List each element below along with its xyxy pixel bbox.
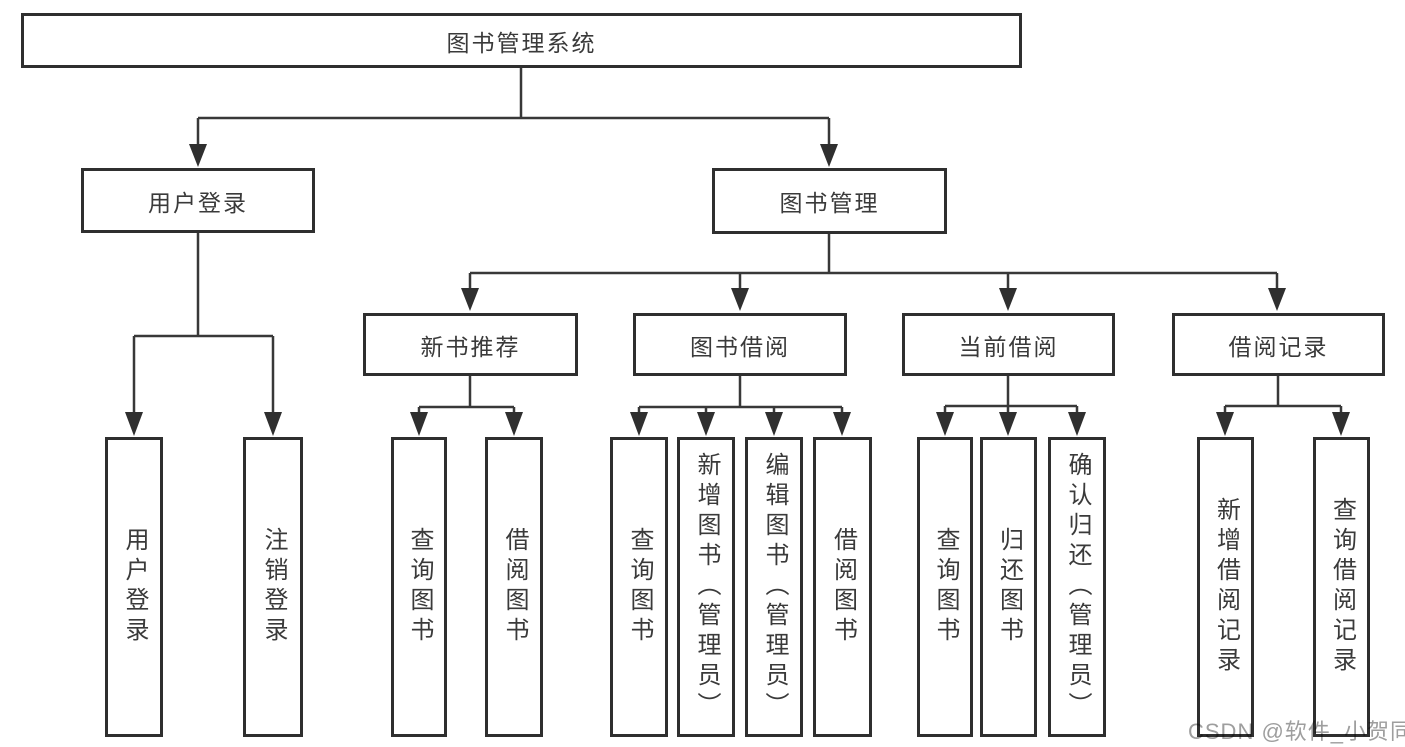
arrowhead-icons bbox=[125, 144, 1350, 436]
node-borrow-records: 借阅记录 bbox=[1172, 313, 1385, 376]
leaf-add-book-admin: 新增图书（管理员） bbox=[677, 437, 735, 737]
leaf-add-borrow-record: 新增借阅记录 bbox=[1197, 437, 1254, 737]
node-user-login: 用户登录 bbox=[81, 168, 315, 233]
node-book-management: 图书管理 bbox=[712, 168, 947, 234]
leaf-query-book-3: 查询图书 bbox=[917, 437, 973, 737]
leaf-user-login: 用户登录 bbox=[105, 437, 163, 737]
leaf-borrow-book-1: 借阅图书 bbox=[485, 437, 543, 737]
node-new-book-recommend: 新书推荐 bbox=[363, 313, 578, 376]
leaf-logout: 注销登录 bbox=[243, 437, 303, 737]
leaf-edit-book-admin: 编辑图书（管理员） bbox=[745, 437, 803, 737]
node-book-borrow: 图书借阅 bbox=[633, 313, 847, 376]
leaf-query-book-1: 查询图书 bbox=[391, 437, 447, 737]
node-root-system: 图书管理系统 bbox=[21, 13, 1022, 68]
node-current-borrow: 当前借阅 bbox=[902, 313, 1115, 376]
csdn-watermark: CSDN @软件_小贺同学 bbox=[1188, 719, 1405, 744]
leaf-return-book: 归还图书 bbox=[980, 437, 1037, 737]
leaf-confirm-return-admin: 确认归还（管理员） bbox=[1048, 437, 1106, 737]
leaf-query-book-2: 查询图书 bbox=[610, 437, 668, 737]
leaf-query-borrow-record: 查询借阅记录 bbox=[1313, 437, 1370, 737]
leaf-borrow-book-2: 借阅图书 bbox=[813, 437, 872, 737]
